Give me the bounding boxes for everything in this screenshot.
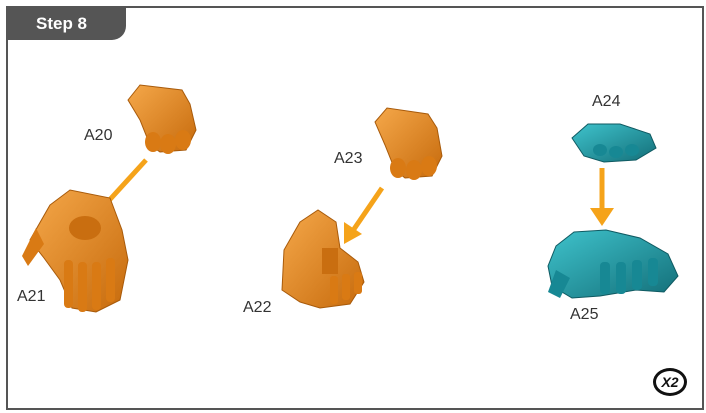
arrow-a24-to-a25 <box>590 168 614 226</box>
label-a21: A21 <box>17 288 46 305</box>
part-a23-fist <box>374 107 443 180</box>
part-a22-hand <box>281 209 365 309</box>
label-a22: A22 <box>243 299 272 316</box>
step-label: Step 8 <box>36 14 88 33</box>
part-a21-hand <box>22 189 129 313</box>
label-a25: A25 <box>570 306 599 323</box>
quantity-badge: X2 <box>653 368 687 396</box>
label-a23: A23 <box>334 150 363 167</box>
part-a24-knuckles <box>571 123 657 163</box>
part-a25-hand <box>547 229 679 299</box>
part-a20-fist <box>127 84 197 154</box>
step-tab: Step 8 <box>6 6 126 40</box>
label-a20: A20 <box>84 127 113 144</box>
arrow-a23-to-a22 <box>344 186 385 244</box>
label-a24: A24 <box>592 93 621 110</box>
instruction-frame <box>6 6 704 410</box>
